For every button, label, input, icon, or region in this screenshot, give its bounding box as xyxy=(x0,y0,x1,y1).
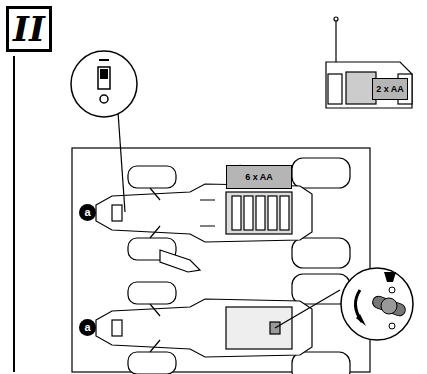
battery-pack: 2 x AA xyxy=(372,78,408,100)
callout-letter: a xyxy=(79,319,96,336)
lever-magnifier xyxy=(275,268,413,340)
car-top-view xyxy=(96,158,350,272)
remote-control xyxy=(326,17,412,108)
node-text: a xyxy=(84,207,90,218)
page-rule xyxy=(14,56,15,372)
node-text: a xyxy=(84,322,90,333)
car-frame xyxy=(72,148,370,372)
node-text: 2 x AA xyxy=(376,84,404,94)
step-number-box: II xyxy=(6,6,52,52)
node-text: II xyxy=(13,12,45,46)
switch-magnifier xyxy=(71,51,137,212)
callout-letter: a xyxy=(79,204,96,221)
node-text: 6 x AA xyxy=(245,172,273,182)
car-bottom-view xyxy=(96,274,350,374)
battery-pack: 6 x AA xyxy=(226,165,292,189)
